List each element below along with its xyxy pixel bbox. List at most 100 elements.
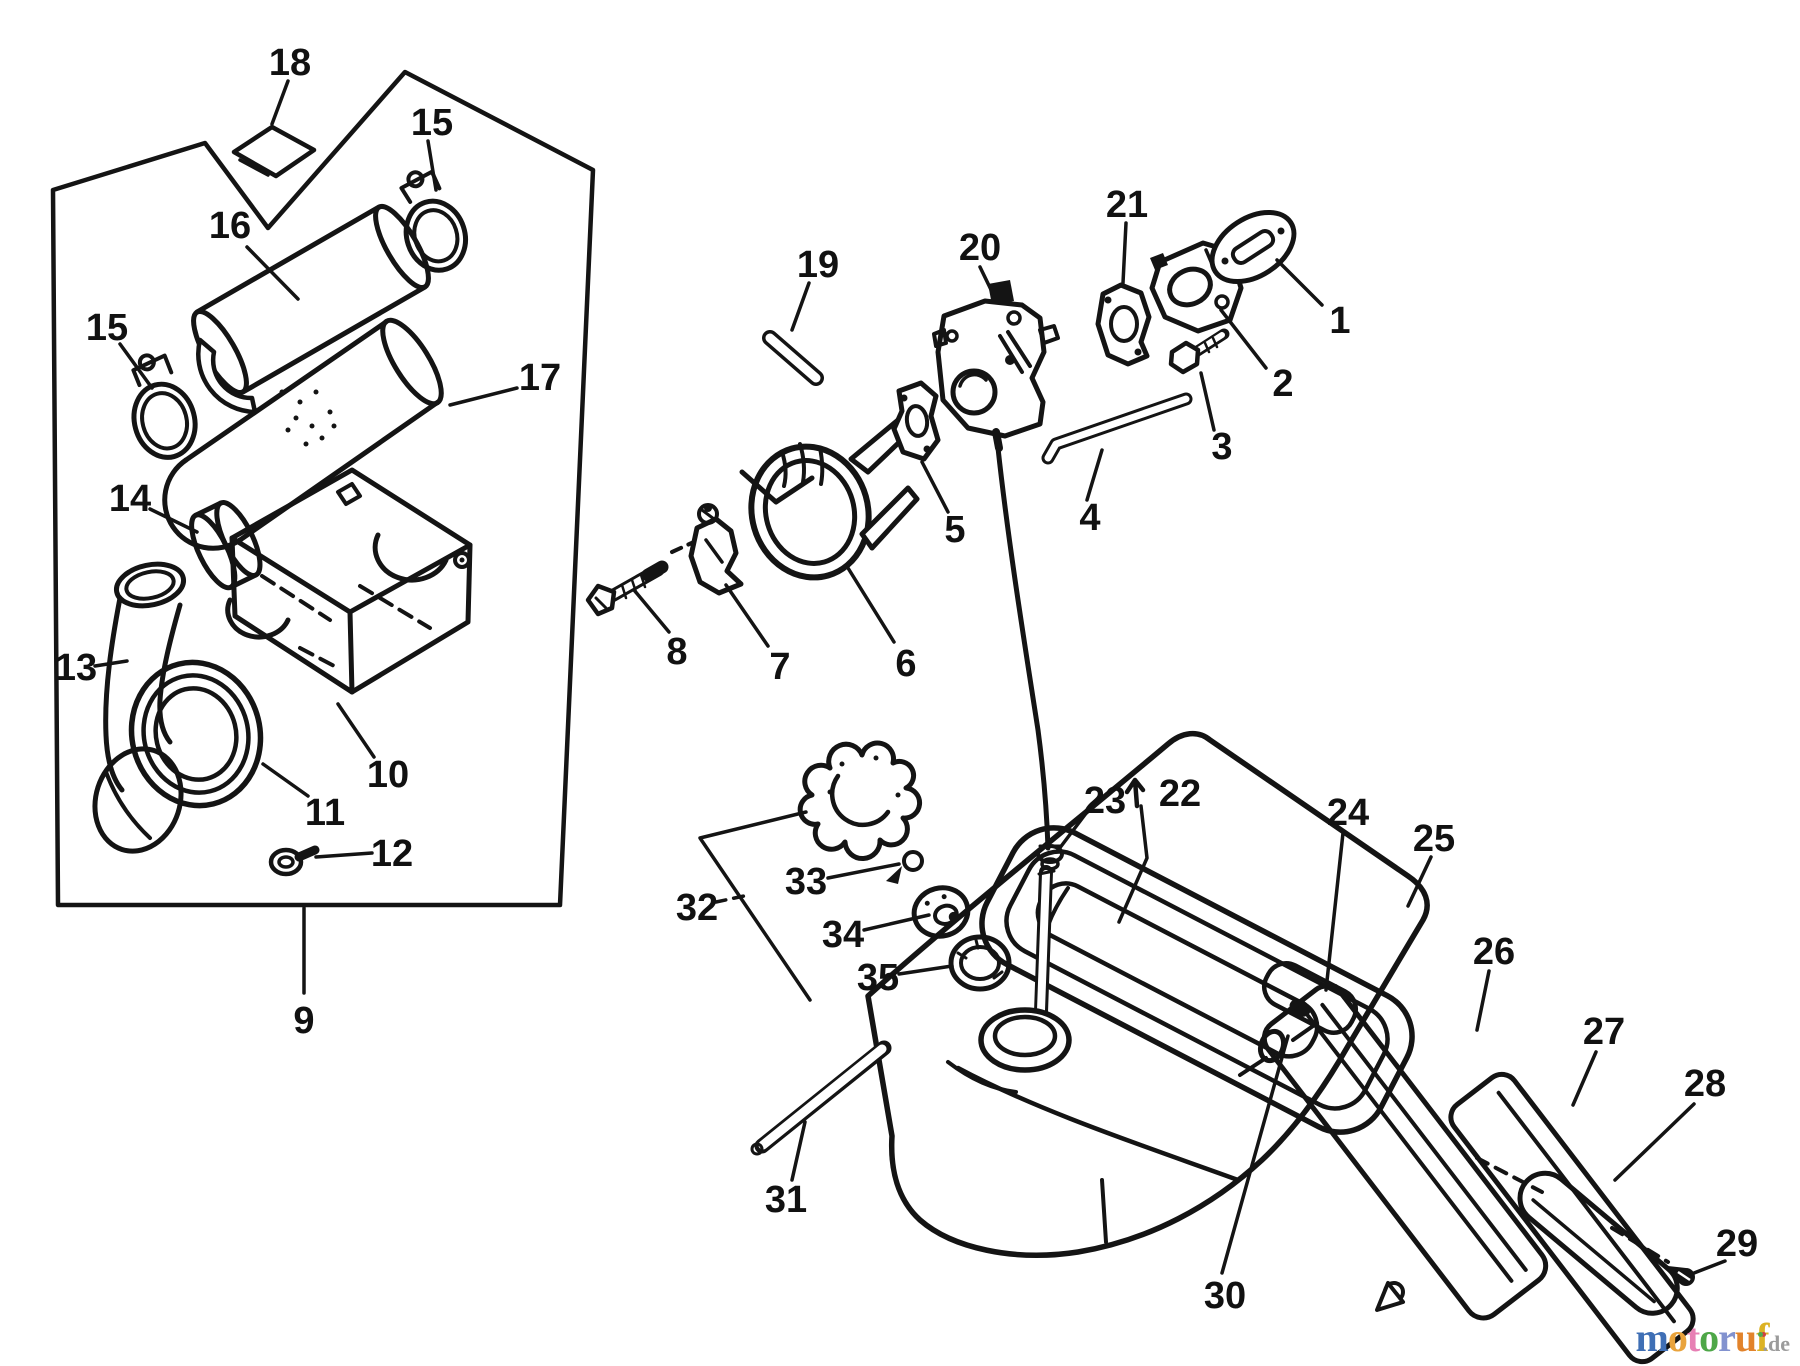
watermark-tick-icon bbox=[1760, 1331, 1766, 1337]
watermark-letter: u bbox=[1734, 1315, 1757, 1360]
leader-line-20 bbox=[978, 265, 998, 302]
part-29-screw bbox=[1668, 1266, 1695, 1286]
part-label-7: 7 bbox=[769, 646, 790, 688]
leader-line-15 bbox=[426, 139, 438, 192]
watermark-letter: o bbox=[1699, 1315, 1719, 1360]
leader-line-10 bbox=[336, 702, 376, 759]
part-label-34: 34 bbox=[822, 914, 864, 956]
part-label-15: 15 bbox=[86, 307, 128, 349]
tank-o-ring bbox=[1257, 1028, 1287, 1064]
leader-line-8 bbox=[632, 588, 671, 634]
leader-line-14 bbox=[148, 507, 199, 534]
part-label-23: 23 bbox=[1084, 780, 1126, 822]
leader-line-22 bbox=[1117, 804, 1149, 924]
leader-line-19 bbox=[790, 281, 811, 332]
watermark-letter: t bbox=[1686, 1315, 1700, 1360]
part-label-32: 32 bbox=[676, 887, 718, 929]
leader-line-2 bbox=[1219, 308, 1268, 370]
part-21-gasket bbox=[1095, 282, 1152, 367]
part-12-screw bbox=[268, 845, 320, 877]
part-32-fuel-cap bbox=[797, 740, 923, 861]
part-15-clamp-lower bbox=[131, 353, 198, 460]
motoruf-watermark: motoruf.de bbox=[1636, 1318, 1791, 1358]
part-label-8: 8 bbox=[666, 631, 687, 673]
leader-line-26 bbox=[1475, 969, 1491, 1032]
part-7-knob bbox=[688, 503, 744, 596]
leader-line-12 bbox=[314, 851, 374, 859]
part-label-3: 3 bbox=[1211, 426, 1232, 468]
arrow-up-indicator bbox=[1124, 777, 1146, 809]
leader-line-7 bbox=[724, 583, 770, 648]
part-28-shield-blade bbox=[1475, 1156, 1680, 1316]
part-label-9: 9 bbox=[293, 1000, 314, 1042]
part-label-14: 14 bbox=[109, 478, 151, 520]
leader-line-1 bbox=[1275, 258, 1324, 307]
part-label-5: 5 bbox=[944, 509, 965, 551]
leader-line-21 bbox=[1121, 221, 1128, 285]
watermark-letter: m bbox=[1635, 1315, 1669, 1360]
watermark-letter: o bbox=[1667, 1315, 1688, 1360]
leader-line-30 bbox=[1220, 1034, 1290, 1275]
part-5-gasket bbox=[891, 380, 941, 462]
part-label-12: 12 bbox=[371, 833, 413, 875]
part-19-strip bbox=[762, 330, 824, 386]
leader-line-28 bbox=[1613, 1102, 1696, 1182]
leader-line-33 bbox=[826, 862, 901, 880]
leader-line-18 bbox=[270, 79, 290, 126]
part-label-6: 6 bbox=[895, 643, 916, 685]
part-label-26: 26 bbox=[1473, 931, 1515, 973]
leader-line-15 bbox=[118, 342, 154, 390]
part-label-27: 27 bbox=[1583, 1011, 1625, 1053]
leader-line-5 bbox=[920, 460, 950, 514]
part-22-pickup-line bbox=[978, 445, 1072, 1073]
part-label-21: 21 bbox=[1106, 184, 1148, 226]
part-label-4: 4 bbox=[1079, 497, 1100, 539]
part-8-bolt bbox=[585, 539, 698, 617]
part-label-24: 24 bbox=[1327, 792, 1369, 834]
leader-line-6 bbox=[846, 566, 896, 644]
part-4-fuel-pipe bbox=[1041, 392, 1193, 465]
leader-line-3 bbox=[1199, 371, 1216, 432]
leader-line-23 bbox=[1057, 810, 1089, 851]
assembly-boundary-9 bbox=[50, 69, 596, 908]
part-label-16: 16 bbox=[209, 205, 251, 247]
part-1-gasket bbox=[1209, 209, 1297, 285]
part-label-17: 17 bbox=[519, 357, 561, 399]
part-label-18: 18 bbox=[269, 42, 311, 84]
part-33-valve bbox=[886, 850, 924, 884]
leader-line-11 bbox=[261, 762, 310, 798]
part-23-clip bbox=[1036, 844, 1064, 871]
leader-line-29 bbox=[1692, 1259, 1727, 1275]
watermark-suffix: .de bbox=[1762, 1331, 1791, 1356]
watermark-word: motoruf bbox=[1635, 1315, 1770, 1360]
part-14-grommet bbox=[189, 500, 263, 591]
part-3-bolt bbox=[1168, 328, 1230, 375]
part-label-29: 29 bbox=[1716, 1223, 1758, 1265]
part-label-2: 2 bbox=[1272, 363, 1293, 405]
tank-filler-neck bbox=[978, 1007, 1072, 1073]
leader-line-34 bbox=[862, 913, 931, 932]
part-16-air-cleaner-cover bbox=[191, 203, 431, 415]
part-18-pad bbox=[231, 124, 317, 179]
leader-line-24 bbox=[1324, 831, 1345, 992]
part-label-28: 28 bbox=[1684, 1063, 1726, 1105]
part-17-filter-element bbox=[162, 317, 444, 551]
part-27-cover-channel bbox=[1448, 1071, 1696, 1365]
watermark-letter: r bbox=[1718, 1315, 1736, 1360]
filter-speckles bbox=[279, 389, 337, 447]
part-label-30: 30 bbox=[1204, 1275, 1246, 1317]
part-6-horn-plate bbox=[739, 417, 920, 581]
part-label-15: 15 bbox=[411, 102, 453, 144]
part-label-1: 1 bbox=[1329, 300, 1350, 342]
leader-line-13 bbox=[93, 659, 129, 668]
part-11-horn-cover bbox=[128, 659, 264, 809]
leader-line-17 bbox=[448, 386, 519, 407]
part-label-13: 13 bbox=[55, 647, 97, 689]
part-label-20: 20 bbox=[959, 227, 1001, 269]
part-label-11: 11 bbox=[305, 792, 345, 834]
part-13-intake-elbow bbox=[92, 561, 187, 854]
leader-line-32 bbox=[698, 810, 812, 1002]
